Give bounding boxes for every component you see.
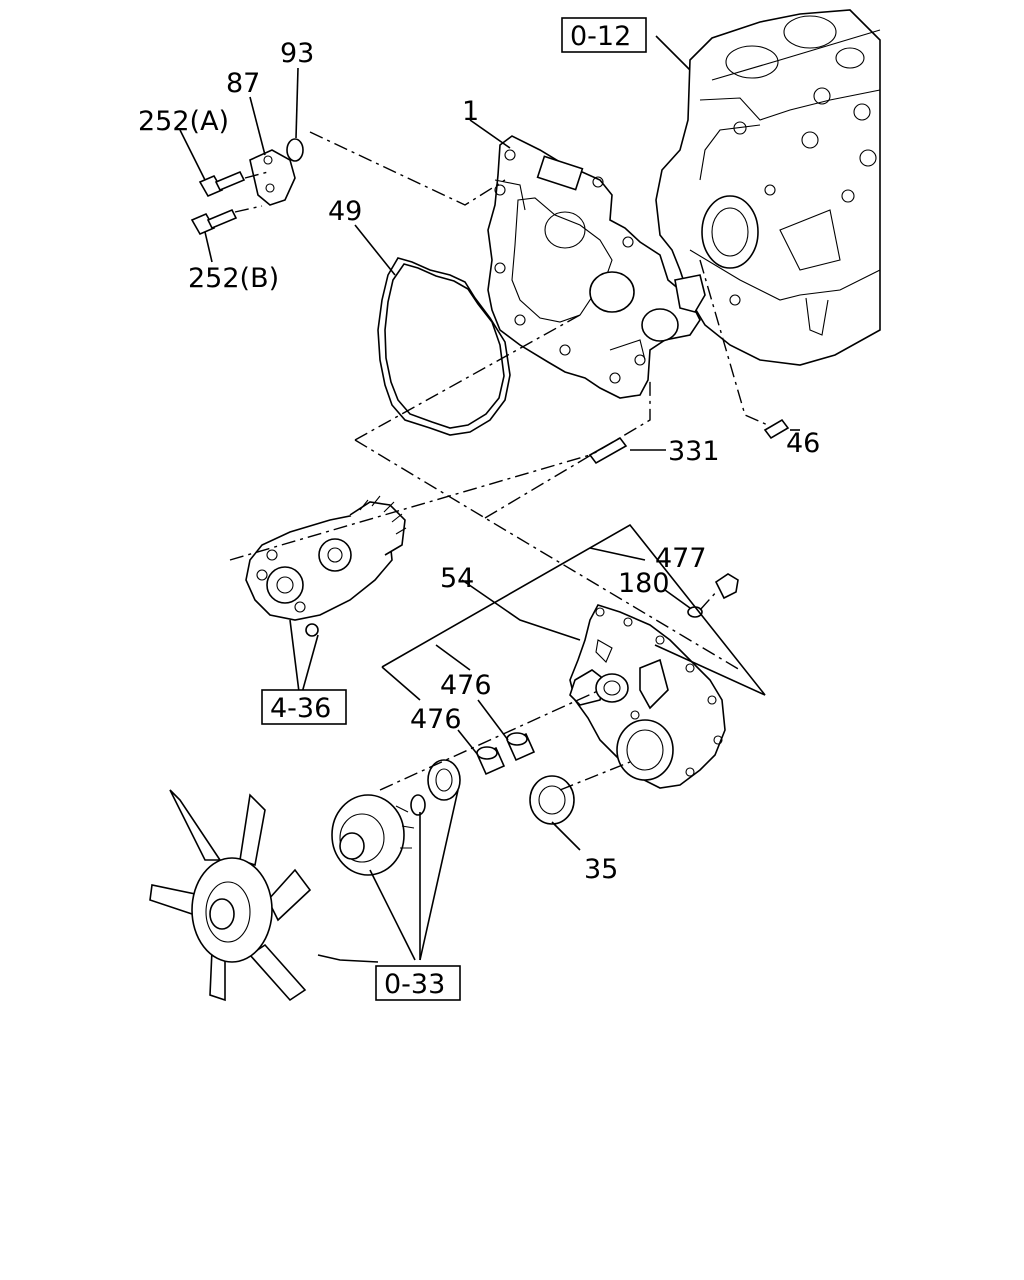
dowel <box>763 418 790 440</box>
label-1: 1 <box>462 96 479 127</box>
front-cover <box>569 604 726 789</box>
pump-assembly <box>245 495 407 637</box>
bolt-b <box>190 208 238 236</box>
ref-box-0-33[interactable]: 0-33 <box>375 965 461 1001</box>
timing-gear-case <box>487 135 706 399</box>
o-ring <box>286 138 304 162</box>
oil-seal <box>529 775 575 825</box>
cooling-fan <box>149 789 312 1002</box>
label-35: 35 <box>584 854 618 885</box>
ref-label-4-36: 4-36 <box>270 693 331 724</box>
ref-box-0-12[interactable]: 0-12 <box>561 17 647 53</box>
plug <box>714 573 739 600</box>
gasket <box>377 257 511 436</box>
ref-label-0-33: 0-33 <box>384 969 445 1000</box>
label-49: 49 <box>328 196 362 227</box>
label-180: 180 <box>618 568 670 599</box>
bushing-upper <box>506 732 536 762</box>
label-87: 87 <box>226 68 260 99</box>
label-252b: 252(B) <box>188 263 279 294</box>
fan-pulley <box>331 759 461 876</box>
label-54: 54 <box>440 563 474 594</box>
label-476-upper: 476 <box>440 670 492 701</box>
stud <box>588 436 628 465</box>
bushing-lower <box>476 746 506 776</box>
ref-label-0-12: 0-12 <box>570 21 631 52</box>
label-252a: 252(A) <box>138 106 229 137</box>
bolt-a <box>198 170 246 198</box>
label-477: 477 <box>655 543 707 574</box>
label-46: 46 <box>786 428 820 459</box>
label-476-lower: 476 <box>410 704 462 735</box>
ref-box-4-36[interactable]: 4-36 <box>261 689 347 725</box>
label-93: 93 <box>280 38 314 69</box>
engine-block <box>655 9 881 366</box>
label-331: 331 <box>668 436 720 467</box>
bracket <box>249 149 296 206</box>
